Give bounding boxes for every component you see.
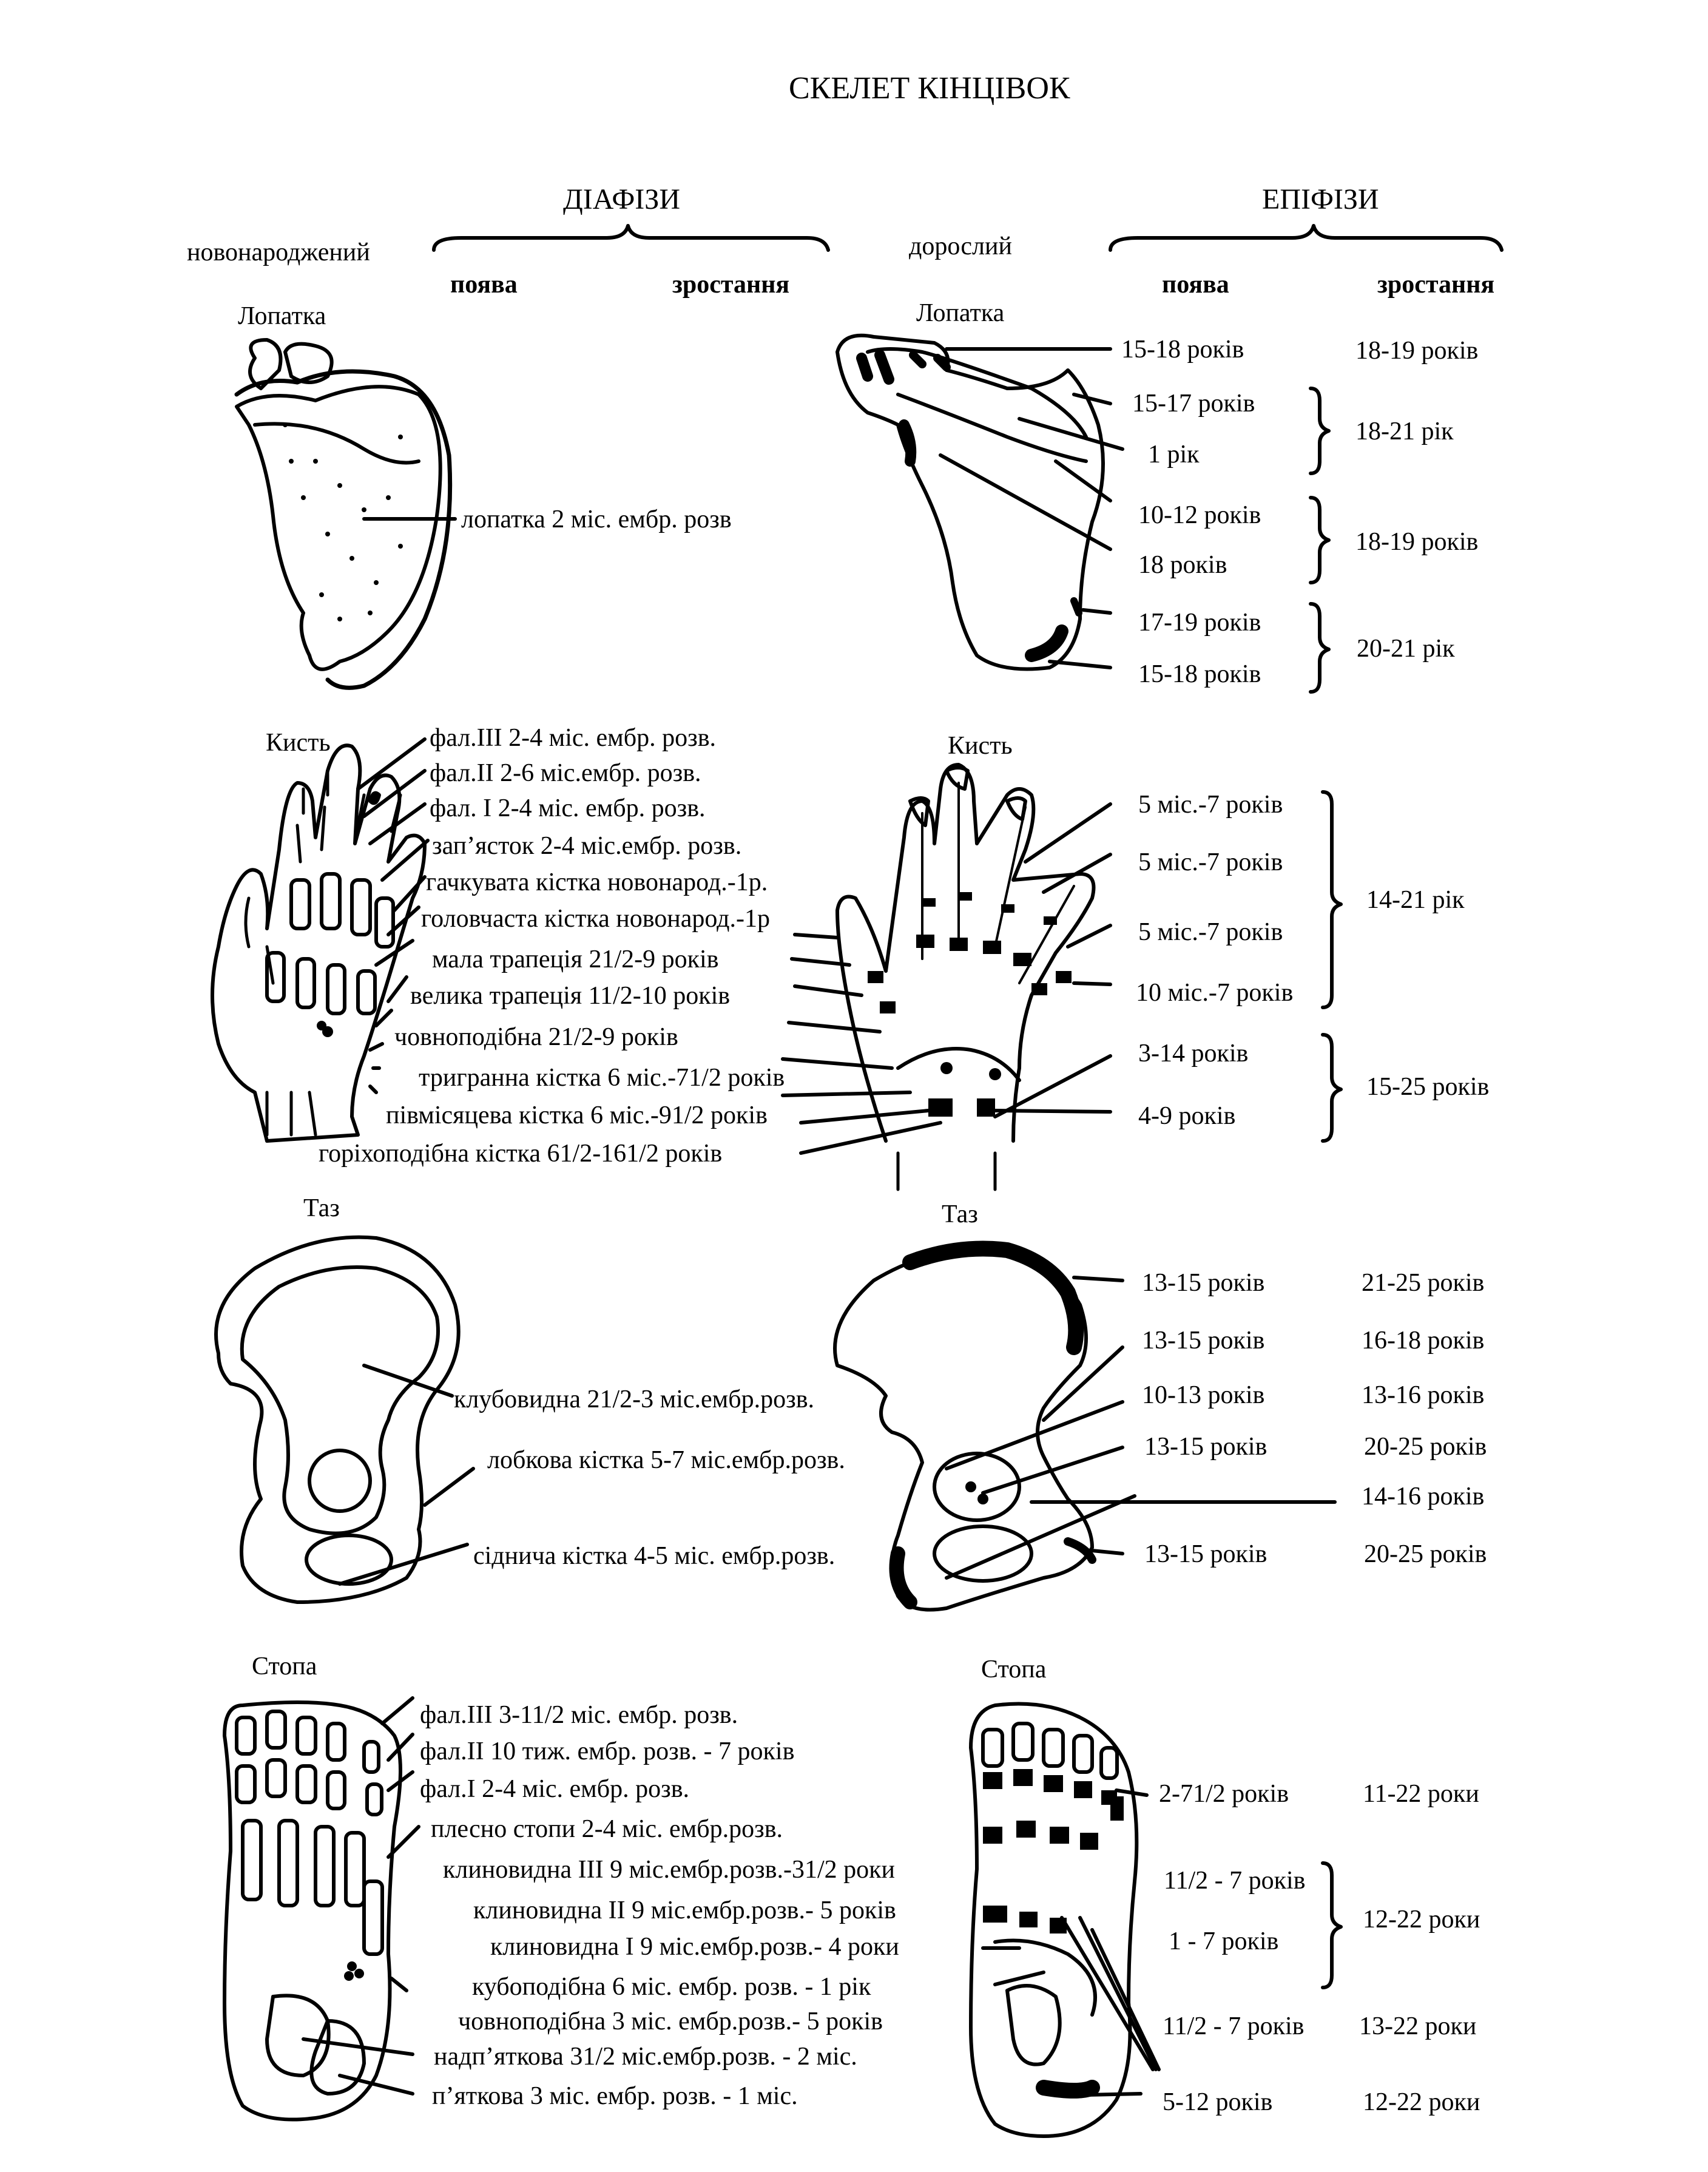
- foot-left-label-4: плесно стопи 2-4 міс. ембр.розв.: [431, 1815, 783, 1843]
- scapula-fuse-3: 18-19 років: [1355, 528, 1479, 556]
- hand-left-title: Кисть: [266, 729, 331, 757]
- pelvis-adult-drawing: [833, 1240, 1337, 1612]
- foot-left-label-11: п’яткова 3 міс. ембр. розв. - 1 міс.: [432, 2082, 798, 2110]
- epiphyses-brace: [1109, 224, 1504, 252]
- page-title: СКЕЛЕТ КІНЦІВОК: [789, 71, 1070, 106]
- hand-appear-3: 5 міс.-7 років: [1138, 918, 1283, 946]
- scapula-adult-drawing: [835, 333, 1124, 671]
- scapula-appear-2: 15-17 років: [1132, 390, 1255, 418]
- scapula-left-title: Лопатка: [238, 302, 326, 330]
- foot-left-label-7: клиновидна I 9 міс.ембр.розв.- 4 роки: [490, 1933, 899, 1961]
- hand-right-title: Кисть: [948, 732, 1013, 760]
- pelvis-appear-1: 13-15 років: [1142, 1269, 1265, 1297]
- foot-appear-4: 11/2 - 7 років: [1163, 2012, 1305, 2040]
- header-appearance-right: поява: [1162, 271, 1229, 299]
- pelvis-fuse-4: 20-25 років: [1364, 1433, 1487, 1461]
- hand-left-label-9: човноподібна 21/2-9 років: [394, 1023, 678, 1051]
- foot-left-label-10: надп’яткова 31/2 міс.ембр.розв. - 2 міс.: [434, 2043, 857, 2071]
- header-epiphyses: ЕПІФІЗИ: [1262, 183, 1379, 215]
- diaphyses-brace: [432, 224, 830, 252]
- pelvis-fuse-2: 16-18 років: [1362, 1327, 1485, 1355]
- foot-right-title: Стопа: [981, 1656, 1047, 1683]
- header-fusion-left: зростання: [672, 271, 790, 299]
- scapula-right-title: Лопатка: [916, 299, 1005, 327]
- header-diaphyses: ДІАФІЗИ: [563, 183, 680, 215]
- pelvis-appear-5: 14-16 років: [1362, 1483, 1485, 1511]
- foot-left-label-6: клиновидна II 9 міс.ембр.розв.- 5 років: [473, 1896, 896, 1924]
- pelvis-newborn-drawing: [214, 1235, 475, 1604]
- scapula-left-label: лопатка 2 міс. ембр. розв: [461, 506, 732, 533]
- foot-fuse-1: 11-22 роки: [1363, 1780, 1479, 1808]
- foot-fuse-4: 12-22 роки: [1363, 2088, 1480, 2116]
- foot-left-label-1: фал.III 3-11/2 міс. ембр. розв.: [420, 1701, 738, 1729]
- scapula-fuse-2: 18-21 рік: [1355, 418, 1454, 445]
- fusion-braces: [1309, 387, 1343, 1989]
- hand-left-label-7: мала трапеція 21/2-9 років: [432, 946, 719, 973]
- scapula-stipple: [283, 422, 403, 621]
- hand-left-label-3: фал. I 2-4 міс. ембр. розв.: [430, 794, 706, 822]
- pelvis-fuse-1: 21-25 років: [1362, 1269, 1485, 1297]
- pelvis-appear-3: 10-13 років: [1142, 1381, 1265, 1409]
- pelvis-right-title: Таз: [942, 1200, 978, 1228]
- hand-fuse-1: 14-21 рік: [1366, 886, 1465, 914]
- scapula-fuse-1: 18-19 років: [1355, 337, 1479, 365]
- scapula-appear-3: 1 рік: [1148, 441, 1200, 469]
- header-fusion-right: зростання: [1377, 271, 1495, 299]
- foot-left-label-8: кубоподібна 6 міс. ембр. розв. - 1 рік: [472, 1973, 871, 2001]
- foot-left-label-3: фал.I 2-4 міс. ембр. розв.: [420, 1775, 690, 1803]
- hand-newborn-drawing: [211, 737, 430, 1143]
- hand-left-label-2: фал.II 2-6 міс.ембр. розв.: [430, 759, 701, 787]
- scapula-fuse-4: 20-21 рік: [1357, 635, 1455, 663]
- scapula-appear-1: 15-18 років: [1121, 336, 1244, 364]
- pelvis-left-label-1: клубовидна 21/2-3 міс.ембр.розв.: [454, 1385, 815, 1413]
- foot-left-label-2: фал.II 10 тиж. ембр. розв. - 7 років: [420, 1737, 795, 1765]
- foot-appear-2: 11/2 - 7 років: [1164, 1867, 1306, 1895]
- pelvis-fuse-5: 20-25 років: [1364, 1540, 1487, 1568]
- pelvis-fuse-3: 13-16 років: [1362, 1381, 1485, 1409]
- scapula-appear-7: 15-18 років: [1138, 660, 1261, 688]
- header-appearance-left: поява: [450, 271, 518, 299]
- hand-left-label-4: зап’ясток 2-4 міс.ембр. розв.: [432, 832, 742, 860]
- pelvis-left-label-3: сіднича кістка 4-5 міс. ембр.розв.: [473, 1542, 835, 1570]
- hand-left-label-5: гачкувата кістка новонарод.-1р.: [426, 868, 768, 896]
- pelvis-left-label-2: лобкова кістка 5-7 міс.ембр.розв.: [487, 1446, 845, 1474]
- hand-left-label-12: горіхоподібна кістка 61/2-161/2 років: [319, 1140, 723, 1168]
- hand-appear-1: 5 міс.-7 років: [1138, 791, 1283, 819]
- hand-left-label-8: велика трапеція 11/2-10 років: [410, 982, 731, 1010]
- foot-newborn-drawing: [223, 1696, 420, 2122]
- hand-appear-5: 3-14 років: [1138, 1040, 1249, 1067]
- hand-appear-4: 10 міс.-7 років: [1136, 979, 1294, 1007]
- scapula-appear-4: 10-12 років: [1138, 501, 1261, 529]
- hand-left-label-10: тригранна кістка 6 міс.-71/2 років: [419, 1064, 785, 1092]
- hand-appear-6: 4-9 років: [1138, 1102, 1236, 1130]
- pelvis-appear-4: 13-15 років: [1144, 1433, 1267, 1461]
- hand-fuse-2: 15-25 років: [1366, 1073, 1490, 1101]
- hand-left-label-6: головчаста кістка новонарод.-1р: [421, 905, 770, 933]
- foot-appear-5: 5-12 років: [1163, 2088, 1273, 2116]
- foot-epiphyses: [983, 1769, 1124, 1933]
- pelvis-left-title: Таз: [303, 1194, 340, 1222]
- foot-left-label-5: клиновидна III 9 міс.ембр.розв.-31/2 рок…: [443, 1856, 896, 1884]
- foot-appear-3: 1 - 7 років: [1169, 1927, 1279, 1955]
- pelvis-appear-6: 13-15 років: [1144, 1540, 1267, 1568]
- header-adult: дорослий: [909, 232, 1012, 260]
- scapula-newborn-drawing: [234, 338, 457, 690]
- foot-appear-1: 2-71/2 років: [1159, 1780, 1289, 1808]
- scapula-appear-5: 18 років: [1138, 551, 1227, 579]
- hand-appear-2: 5 міс.-7 років: [1138, 848, 1283, 876]
- hand-epiphyses: [868, 892, 1072, 1117]
- pelvis-appear-2: 13-15 років: [1142, 1327, 1265, 1355]
- foot-fuse-2: 12-22 роки: [1363, 1906, 1480, 1933]
- scapula-appear-6: 17-19 років: [1138, 609, 1261, 637]
- foot-adult-drawing: [969, 1702, 1161, 2138]
- header-newborn: новонароджений: [187, 239, 370, 266]
- hand-left-label-11: півмісяцева кістка 6 міс.-91/2 років: [386, 1101, 768, 1129]
- foot-fuse-3: 13-22 роки: [1359, 2012, 1477, 2040]
- hand-left-label-1: фал.III 2-4 міс. ембр. розв.: [430, 724, 717, 752]
- foot-left-label-9: човноподібна 3 міс. ембр.розв.- 5 років: [458, 2008, 883, 2035]
- hand-adult-drawing: [781, 763, 1112, 1191]
- foot-left-title: Стопа: [252, 1653, 317, 1680]
